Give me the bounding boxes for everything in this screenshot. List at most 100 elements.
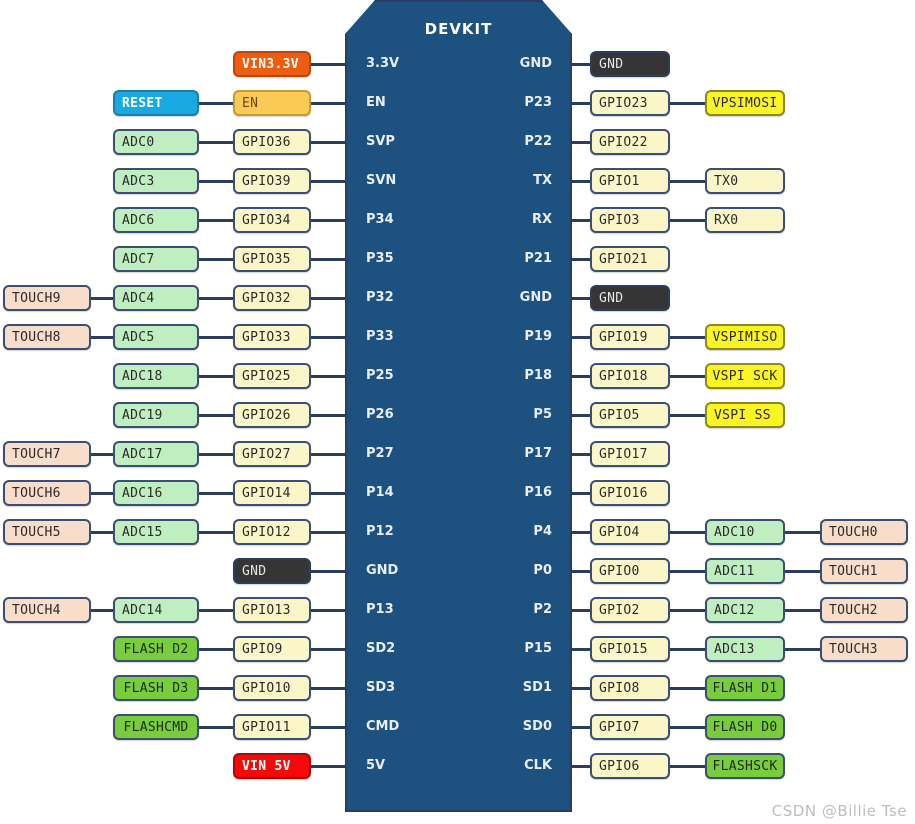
pin-label-right-12: P4 [533, 524, 552, 539]
pin-box-gpio1[interactable]: GPIO1 [590, 168, 670, 194]
pin-box-gpio26[interactable]: GPIO26 [233, 402, 311, 428]
pin-box-adc12[interactable]: ADC12 [705, 597, 785, 623]
pin-box-adc4[interactable]: ADC4 [113, 285, 199, 311]
connector-wire [311, 609, 345, 612]
pin-box-touch1[interactable]: TOUCH1 [820, 558, 908, 584]
pin-box-adc16[interactable]: ADC16 [113, 480, 199, 506]
pin-box-gpio2[interactable]: GPIO2 [590, 597, 670, 623]
pin-box-gpio36[interactable]: GPIO36 [233, 129, 311, 155]
pin-box-adc18[interactable]: ADC18 [113, 363, 199, 389]
pin-box-adc0[interactable]: ADC0 [113, 129, 199, 155]
pin-label-left-4: P34 [366, 212, 394, 227]
pin-box-gpio19[interactable]: GPIO19 [590, 324, 670, 350]
pin-box-touch9[interactable]: TOUCH9 [3, 285, 91, 311]
connector-wire [311, 141, 345, 144]
pin-box-en[interactable]: EN [233, 90, 311, 116]
pin-box-adc6[interactable]: ADC6 [113, 207, 199, 233]
pin-box-flashsck[interactable]: FLASHSCK [705, 753, 785, 779]
connector-wire [311, 492, 345, 495]
pin-box-gpio16[interactable]: GPIO16 [590, 480, 670, 506]
pin-label-left-9: P26 [366, 407, 394, 422]
connector-wire [199, 258, 233, 261]
pin-box-rx0[interactable]: RX0 [705, 207, 785, 233]
pin-box-touch4[interactable]: TOUCH4 [3, 597, 91, 623]
pin-box-adc15[interactable]: ADC15 [113, 519, 199, 545]
pin-box-gpio4[interactable]: GPIO4 [590, 519, 670, 545]
pin-box-gpio10[interactable]: GPIO10 [233, 675, 311, 701]
pin-box-tx0[interactable]: TX0 [705, 168, 785, 194]
pin-box-gpio39[interactable]: GPIO39 [233, 168, 311, 194]
pin-box-gpio22[interactable]: GPIO22 [590, 129, 670, 155]
pin-box-touch7[interactable]: TOUCH7 [3, 441, 91, 467]
pin-box-adc7[interactable]: ADC7 [113, 246, 199, 272]
pin-box-gpio21[interactable]: GPIO21 [590, 246, 670, 272]
pin-box-gpio8[interactable]: GPIO8 [590, 675, 670, 701]
pin-box-gpio34[interactable]: GPIO34 [233, 207, 311, 233]
connector-wire [311, 297, 345, 300]
pin-box-flash-d3[interactable]: FLASH D3 [113, 675, 199, 701]
pin-box-gpio12[interactable]: GPIO12 [233, 519, 311, 545]
pin-box-gpio5[interactable]: GPIO5 [590, 402, 670, 428]
pin-box-adc5[interactable]: ADC5 [113, 324, 199, 350]
pin-label-left-7: P33 [366, 329, 394, 344]
pin-box-gpio11[interactable]: GPIO11 [233, 714, 311, 740]
pin-box-gpio25[interactable]: GPIO25 [233, 363, 311, 389]
pin-box-gpio9[interactable]: GPIO9 [233, 636, 311, 662]
pin-box-gpio7[interactable]: GPIO7 [590, 714, 670, 740]
connector-wire [670, 414, 705, 417]
connector-wire [572, 63, 590, 66]
pin-box-vspimiso[interactable]: VSPIMISO [705, 324, 785, 350]
pin-box-reset[interactable]: RESET [113, 90, 199, 116]
pin-box-adc3[interactable]: ADC3 [113, 168, 199, 194]
pin-box-gnd[interactable]: GND [233, 558, 311, 584]
connector-wire [572, 141, 590, 144]
pin-label-left-16: SD3 [366, 680, 396, 695]
pin-box-gpio14[interactable]: GPIO14 [233, 480, 311, 506]
pin-label-right-15: P15 [524, 641, 552, 656]
connector-wire [670, 609, 705, 612]
pin-box-adc19[interactable]: ADC19 [113, 402, 199, 428]
pin-box-adc13[interactable]: ADC13 [705, 636, 785, 662]
pin-box-gpio18[interactable]: GPIO18 [590, 363, 670, 389]
pin-box-gpio27[interactable]: GPIO27 [233, 441, 311, 467]
pin-box-gpio35[interactable]: GPIO35 [233, 246, 311, 272]
pin-box-adc17[interactable]: ADC17 [113, 441, 199, 467]
pin-box-flash-d0[interactable]: FLASH D0 [705, 714, 785, 740]
pin-box-gpio0[interactable]: GPIO0 [590, 558, 670, 584]
pin-box-gpio33[interactable]: GPIO33 [233, 324, 311, 350]
pin-box-gpio13[interactable]: GPIO13 [233, 597, 311, 623]
pin-box-gpio17[interactable]: GPIO17 [590, 441, 670, 467]
pin-box-gpio32[interactable]: GPIO32 [233, 285, 311, 311]
pin-label-left-18: 5V [366, 758, 386, 773]
pin-box-vspi-sck[interactable]: VSPI SCK [705, 363, 785, 389]
pin-box-touch0[interactable]: TOUCH0 [820, 519, 908, 545]
pin-box-touch8[interactable]: TOUCH8 [3, 324, 91, 350]
pin-box-gpio23[interactable]: GPIO23 [590, 90, 670, 116]
pin-box-touch2[interactable]: TOUCH2 [820, 597, 908, 623]
connector-wire [572, 258, 590, 261]
connector-wire [572, 687, 590, 690]
pin-box-touch5[interactable]: TOUCH5 [3, 519, 91, 545]
pin-box-vspi-ss[interactable]: VSPI SS [705, 402, 785, 428]
connector-wire [199, 609, 233, 612]
pin-box-vin3-3v[interactable]: VIN3.3V [233, 51, 311, 77]
pin-box-touch6[interactable]: TOUCH6 [3, 480, 91, 506]
pin-box-flash-d2[interactable]: FLASH D2 [113, 636, 199, 662]
pin-box-vin-5v[interactable]: VIN 5V [233, 753, 311, 779]
pin-box-flashcmd[interactable]: FLASHCMD [113, 714, 199, 740]
connector-wire [785, 609, 820, 612]
pin-box-touch3[interactable]: TOUCH3 [820, 636, 908, 662]
pin-box-gpio15[interactable]: GPIO15 [590, 636, 670, 662]
pin-box-adc11[interactable]: ADC11 [705, 558, 785, 584]
pin-box-gpio3[interactable]: GPIO3 [590, 207, 670, 233]
pin-box-gnd[interactable]: GND [590, 51, 670, 77]
pin-box-flash-d1[interactable]: FLASH D1 [705, 675, 785, 701]
pin-box-gnd[interactable]: GND [590, 285, 670, 311]
connector-wire [670, 570, 705, 573]
pin-box-gpio6[interactable]: GPIO6 [590, 753, 670, 779]
pin-box-adc10[interactable]: ADC10 [705, 519, 785, 545]
pin-label-right-5: P21 [524, 251, 552, 266]
pin-label-right-8: P18 [524, 368, 552, 383]
pin-box-adc14[interactable]: ADC14 [113, 597, 199, 623]
pin-box-vpsimosi[interactable]: VPSIMOSI [705, 90, 785, 116]
